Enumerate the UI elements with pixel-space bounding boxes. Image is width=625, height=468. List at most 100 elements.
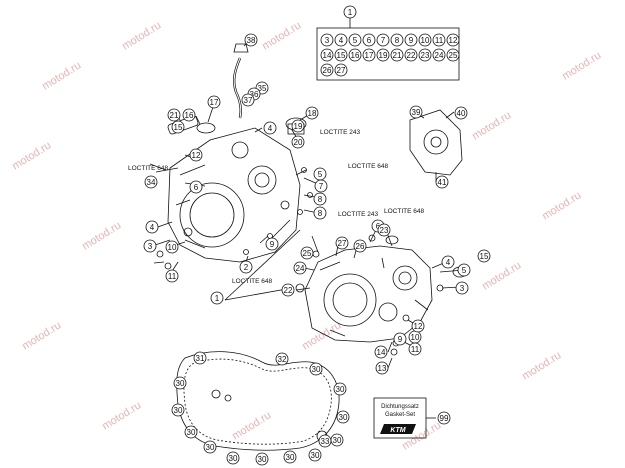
callout-number: 8 — [390, 33, 404, 47]
callout-number: 4 — [145, 220, 159, 234]
callout-number: 11 — [165, 269, 179, 283]
callout-label: 8 — [318, 195, 323, 204]
callout-number: 32 — [275, 352, 289, 366]
callout-label: 7 — [319, 182, 324, 191]
plug-24 — [312, 250, 320, 258]
callout-label: 5 — [462, 266, 467, 275]
callout-label: 3 — [460, 284, 465, 293]
callout-number: 4 — [441, 255, 455, 269]
callout-number: 41 — [435, 175, 449, 189]
callout-number: 10 — [408, 330, 422, 344]
callout-number: 19 — [376, 48, 390, 62]
callout-label: 11 — [411, 345, 420, 354]
callout-number: 21 — [167, 108, 181, 122]
callout-number: 22 — [404, 48, 418, 62]
callout-label: 12 — [414, 322, 423, 331]
plug-6 — [368, 234, 376, 242]
callout-number: 30 — [308, 448, 322, 462]
callout-number: 30 — [203, 440, 217, 454]
callout-number: 6 — [362, 33, 376, 47]
callout-label: 19 — [294, 122, 303, 131]
callout-number: 17 — [207, 95, 221, 109]
callout-label: 14 — [323, 51, 332, 60]
callout-label: 38 — [247, 36, 256, 45]
callout-number: 17 — [362, 48, 376, 62]
callout-number: 10 — [165, 240, 179, 254]
callout-number: 5 — [457, 263, 471, 277]
callout-label: 26 — [356, 242, 365, 251]
callout-number: 30 — [336, 410, 350, 424]
loctite-243-label: LOCTITE 243 — [338, 211, 378, 218]
plug-8 — [307, 192, 313, 198]
callout-number: 7 — [314, 179, 328, 193]
callout-number: 14 — [374, 345, 388, 359]
callout-number: 16 — [182, 108, 196, 122]
callout-label: 1 — [215, 294, 220, 303]
callout-number: 27 — [335, 236, 349, 250]
callout-number: 9 — [404, 33, 418, 47]
callout-number: 1 — [343, 5, 357, 19]
seal-23 — [385, 235, 399, 245]
callout-label: 99 — [440, 414, 449, 423]
callout-number: 38 — [244, 33, 258, 47]
gasket-inner-edge — [183, 358, 332, 445]
callout-number: 40 — [454, 106, 468, 120]
callout-label: 11 — [435, 36, 444, 45]
callout-label: 17 — [210, 98, 219, 107]
callout-label: 16 — [185, 111, 194, 120]
callout-label: 6 — [194, 183, 199, 192]
callout-label: 4 — [446, 258, 451, 267]
callout-label: 3 — [325, 36, 330, 45]
gasket-set-label-de: Dichtungssatz — [381, 404, 419, 410]
callout-label: 13 — [378, 364, 387, 373]
callout-label: 5 — [353, 36, 358, 45]
callout-label: 8 — [318, 209, 323, 218]
callout-label: 9 — [409, 36, 414, 45]
callout-label: 30 — [286, 453, 295, 462]
callout-label: 4 — [339, 36, 344, 45]
callout-label: 16 — [351, 51, 360, 60]
callout-number: 15 — [477, 249, 491, 263]
callout-label: 40 — [457, 109, 466, 118]
callout-number: 39 — [409, 105, 423, 119]
callout-label: 32 — [278, 355, 287, 364]
washer-10b — [402, 314, 410, 322]
callout-label: 34 — [147, 178, 156, 187]
loctite-labels: LOCTITE 243 LOCTITE 648 LOCTITE 648 LOCT… — [128, 129, 424, 285]
callout-label: 26 — [323, 66, 332, 75]
callout-label: 22 — [284, 286, 293, 295]
loctite-648-label: LOCTITE 648 — [128, 165, 168, 172]
callout-label: 39 — [412, 108, 421, 117]
callout-number: 6 — [189, 180, 203, 194]
callout-label: 9 — [398, 335, 403, 344]
callout-label: 7 — [381, 36, 386, 45]
callout-label: 25 — [449, 51, 458, 60]
right-crankcase — [304, 245, 433, 343]
callout-number: 99 — [437, 411, 451, 425]
callout-number: 10 — [418, 33, 432, 47]
ktm-logo-text: KTM — [390, 427, 405, 434]
callout-number: 5 — [313, 167, 327, 181]
callout-label: 27 — [338, 239, 347, 248]
callout-label: 12 — [192, 151, 201, 160]
callout-number: 31 — [193, 351, 207, 365]
callout-number: 13 — [375, 361, 389, 375]
callout-number: 30 — [173, 376, 187, 390]
callout-number: 30 — [171, 403, 185, 417]
callout-label: 10 — [411, 333, 420, 342]
callout-number: 24 — [293, 261, 307, 275]
bearing-17 — [196, 122, 216, 134]
callout-number: 7 — [376, 33, 390, 47]
plug-5 — [301, 167, 307, 173]
pump-cover — [409, 109, 463, 176]
callout-label: 30 — [311, 451, 320, 460]
callout-number: 11 — [408, 342, 422, 356]
plug-22 — [295, 283, 305, 293]
callout-label: 17 — [365, 51, 374, 60]
callout-number: 9 — [265, 237, 279, 251]
callout-number: 34 — [144, 175, 158, 189]
callout-label: 15 — [480, 252, 489, 261]
callout-number: 2 — [239, 260, 253, 274]
